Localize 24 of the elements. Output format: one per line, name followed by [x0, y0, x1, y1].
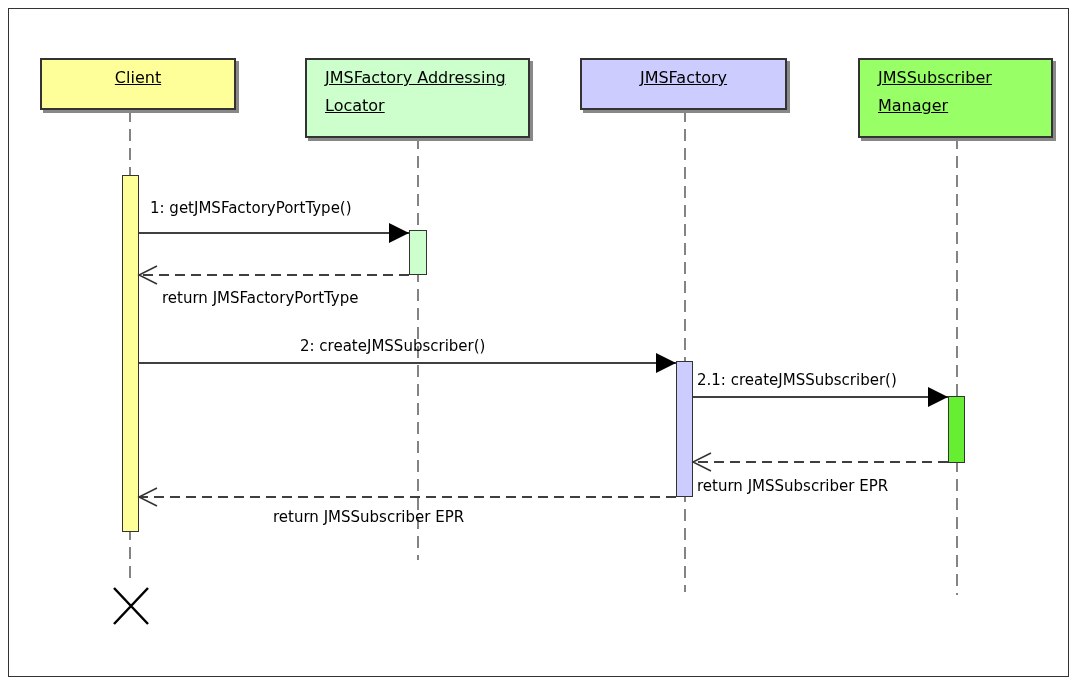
message-label: 1: getJMSFactoryPortType() — [150, 199, 352, 217]
message-arrow — [138, 353, 677, 373]
return-arrow — [692, 452, 949, 472]
activation-bar — [948, 396, 965, 463]
message-label: 2.1: createJMSSubscriber() — [697, 371, 897, 389]
lifeline-header-box — [580, 58, 787, 110]
activation-bar — [122, 175, 139, 532]
participant-name: JMSSubscriber Manager — [876, 67, 993, 117]
participant-name: Client — [113, 67, 163, 89]
lifeline-header-box — [858, 58, 1053, 138]
message-label: return JMSSubscriber EPR — [273, 508, 465, 526]
message-label: return JMSSubscriber EPR — [697, 477, 889, 495]
activation-bar — [676, 361, 693, 497]
participant-name: JMSFactory — [638, 67, 729, 89]
return-arrow — [138, 487, 677, 507]
message-arrow — [692, 387, 949, 407]
message-label: return JMSFactoryPortType — [162, 289, 359, 307]
lifeline-header-box — [40, 58, 236, 110]
participant-name: JMSFactory Addressing Locator — [323, 67, 507, 117]
return-arrow — [138, 265, 410, 285]
activation-bar — [409, 230, 427, 275]
message-arrow — [138, 223, 410, 243]
message-label: 2: createJMSSubscriber() — [300, 337, 486, 355]
lifeline-header-box — [305, 58, 530, 138]
